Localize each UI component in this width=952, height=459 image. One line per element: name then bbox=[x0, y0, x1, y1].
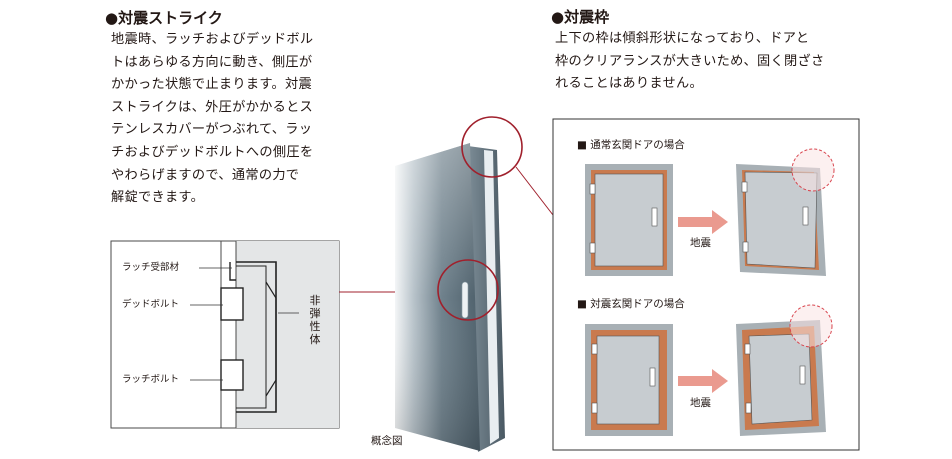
concept-caption: 概念図 bbox=[371, 435, 403, 447]
strike-line: トはあらゆる方向に動き、側圧が bbox=[111, 54, 313, 70]
frame-callout-circle bbox=[461, 116, 523, 178]
seismic-door-before bbox=[585, 324, 673, 436]
seismic-door-after bbox=[736, 304, 833, 436]
quake-arrow-2 bbox=[678, 369, 728, 393]
deadbolt-label: デッドボルト bbox=[122, 299, 180, 310]
non-elastic-label: 非 弾 性 体 bbox=[309, 294, 321, 346]
strike-plate-area bbox=[236, 241, 339, 428]
strike-description: 地震時、ラッチおよびデッドボル トはあらゆる方向に動き、側圧が かかった状態で止… bbox=[111, 29, 313, 210]
frame-line: れることはありません。 bbox=[555, 76, 703, 92]
strike-line: 地震時、ラッチおよびデッドボル bbox=[111, 32, 314, 47]
frame-heading: ●対震枠 bbox=[551, 8, 610, 26]
latch-receiver-label: ラッチ受部材 bbox=[122, 262, 180, 273]
jam-dashed-circle bbox=[791, 148, 835, 192]
quake-label-1: 地震 bbox=[690, 237, 711, 249]
quake-label-2: 地震 bbox=[690, 397, 711, 409]
frame-line: 枠のクリアランスが大きいため、固く閉ざさ bbox=[555, 53, 825, 69]
seismic-door-title: ■ 対震玄関ドアの場合 bbox=[577, 298, 685, 310]
door-handle bbox=[461, 281, 469, 319]
frame-description: 上下の枠は傾斜形状になっており、ドアと 枠のクリアランスが大きいため、固く閉ざさ… bbox=[555, 28, 824, 96]
stainless-cover bbox=[265, 281, 277, 397]
quake-arrow-1 bbox=[678, 210, 728, 234]
strike-line: かかった状態で止まります。対震 bbox=[111, 77, 312, 93]
strike-line: ストライクは、外圧がかかるとス bbox=[111, 99, 314, 115]
normal-door-before bbox=[585, 164, 673, 276]
strike-line: やわらげますので、通常の力で bbox=[111, 167, 300, 183]
clearance-dashed-circle bbox=[789, 304, 833, 348]
strike-callout-circle bbox=[437, 259, 499, 321]
normal-door-after bbox=[736, 148, 835, 276]
latch-bolt-label: ラッチボルト bbox=[122, 374, 180, 385]
frame-line: 上下の枠は傾斜形状になっており、ドアと bbox=[555, 31, 810, 46]
strike-line: チおよびデッドボルトへの側圧を bbox=[111, 144, 314, 160]
door-frame-highlight bbox=[484, 150, 499, 444]
latch-bolt-shape bbox=[220, 359, 244, 391]
strike-line: テンレスカバーがつぶれて、ラッ bbox=[111, 122, 313, 138]
frame-connector bbox=[515, 166, 554, 216]
normal-door-title: ■ 通常玄関ドアの場合 bbox=[577, 139, 685, 151]
strike-heading: ●対震ストライク bbox=[105, 9, 223, 27]
deadbolt-shape bbox=[220, 287, 244, 321]
strike-line: 解錠できます。 bbox=[111, 190, 205, 206]
